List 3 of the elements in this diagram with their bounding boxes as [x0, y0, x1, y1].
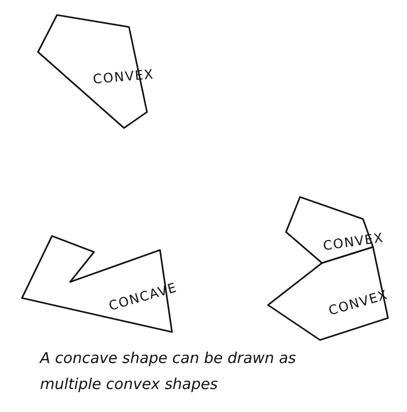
shape-label: CONVEX: [92, 67, 155, 88]
shape-label: CONVEX: [322, 230, 385, 254]
caption-text: A concave shape can be drawn as multiple convex shapes: [40, 348, 297, 395]
